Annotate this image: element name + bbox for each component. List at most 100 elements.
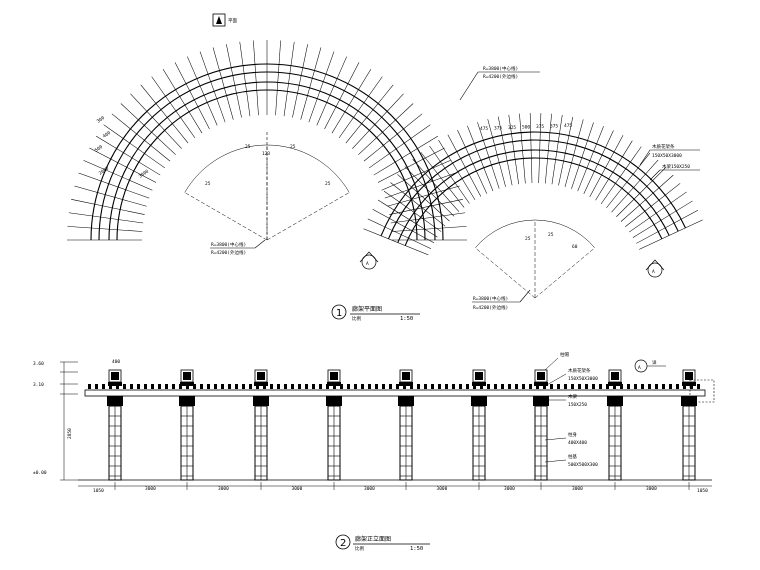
plan-dim-left: 3000 — [138, 168, 151, 179]
joist-end — [130, 384, 133, 389]
plan-angle-label: 123 — [262, 151, 270, 157]
joist-end — [466, 384, 469, 389]
plan-scale: 1:50 — [400, 316, 413, 322]
plan-slat — [595, 140, 633, 201]
plan-slat — [316, 56, 347, 126]
joist-end — [186, 384, 189, 389]
plan-dim-left: 400 — [102, 130, 112, 140]
note-leader — [544, 357, 559, 371]
joist-end — [298, 384, 301, 389]
plan-slat — [636, 209, 698, 244]
plan-slat — [111, 113, 171, 162]
column-cap-base — [608, 382, 622, 386]
note-leader — [544, 459, 567, 463]
joist-end — [564, 384, 567, 389]
note-leader — [544, 373, 567, 387]
plan-dim-top: 475 — [564, 123, 572, 129]
plan-slat — [212, 47, 234, 120]
callout-left-center: R=3800(中心线) R=4200(外边线) — [210, 239, 266, 256]
plan-dim-top: 375 — [494, 126, 502, 132]
plan-slat — [616, 167, 667, 217]
note-right-2: 150X50X3000 — [652, 153, 682, 159]
plan-slat — [103, 124, 166, 169]
joist-end — [543, 384, 546, 389]
index-symbol-1: A — [359, 251, 379, 270]
construction-arc — [475, 219, 595, 249]
plan-slat — [583, 130, 614, 194]
column-cap-inner — [475, 372, 483, 380]
joist-end — [571, 384, 574, 389]
elevation-notes: 柱帽木质花架条150X50X3000木梁150X250柱身400X400柱基50… — [544, 351, 598, 468]
column-cap-base — [682, 382, 696, 386]
column-cap-inner — [402, 372, 410, 380]
construction-radius — [475, 247, 536, 299]
plan-slat — [551, 114, 563, 185]
joist-end — [655, 384, 658, 389]
dim-top: 400 — [112, 359, 120, 365]
span-label: 3000 — [646, 486, 657, 492]
joist-end — [179, 384, 182, 389]
plan-slat — [538, 113, 542, 184]
span-label: 3000 — [504, 486, 515, 492]
note-leader — [544, 437, 567, 441]
joist-end — [333, 384, 336, 389]
joist-end — [165, 384, 168, 389]
callout-top-line2: R=4200(外边线) — [483, 73, 518, 80]
plan-slat — [391, 226, 467, 232]
column-cap-inner — [685, 372, 693, 380]
construction-radius — [184, 192, 268, 241]
joist-end — [627, 384, 630, 389]
plan-angle-label: 25 — [290, 144, 296, 150]
elevation-columns — [107, 369, 697, 481]
joist-end — [683, 384, 686, 389]
column — [398, 369, 414, 481]
joist-end — [676, 384, 679, 389]
joist-end — [235, 384, 238, 389]
index-symbol-2: A — [645, 259, 665, 278]
column-cap-inner — [183, 372, 191, 380]
plan-slat — [600, 146, 642, 205]
construction-radius — [534, 247, 595, 299]
plan-slat — [300, 47, 322, 120]
joist-end — [193, 384, 196, 389]
elevation-callout-tag: A — [638, 365, 641, 371]
joist-end — [410, 384, 413, 389]
plan-slat — [68, 212, 144, 224]
joist-end — [123, 384, 126, 389]
joist-end — [536, 384, 539, 389]
plan-slat — [324, 62, 360, 130]
plan-dim-top: 375 — [550, 124, 558, 130]
column-bracket — [471, 396, 487, 406]
plan-dim-left: 500 — [94, 144, 104, 154]
plan-slat — [564, 119, 584, 188]
plan-slat — [529, 113, 533, 184]
joist-end — [249, 384, 252, 389]
column-cap-inner — [111, 372, 119, 380]
callout-right-line2: R=4200(外边线) — [473, 304, 508, 311]
plan-beam-arc — [108, 81, 426, 241]
joist-end — [459, 384, 462, 389]
plan-slat — [283, 41, 295, 117]
dim-end-right: 1050 — [697, 488, 708, 494]
joist-end — [319, 384, 322, 389]
column-cap-base — [327, 382, 341, 386]
dim-height: 2850 — [67, 428, 73, 439]
span-label: 3000 — [218, 486, 229, 492]
span-label: 3000 — [364, 486, 375, 492]
elevation-scale-prefix: 比例 — [355, 545, 364, 552]
plan-slat — [331, 68, 372, 134]
pergola-plan-slats — [67, 40, 703, 256]
plan-slat — [253, 40, 259, 116]
column-cap-base — [108, 382, 122, 386]
column-bracket — [107, 396, 123, 406]
column — [326, 369, 342, 481]
joist-end — [88, 384, 91, 389]
joist-end — [242, 384, 245, 389]
column — [681, 369, 697, 481]
joist-end — [137, 384, 140, 389]
callout-left-line1: R=3800(中心线) — [211, 241, 246, 248]
elevation-note: 柱身 — [568, 431, 577, 438]
